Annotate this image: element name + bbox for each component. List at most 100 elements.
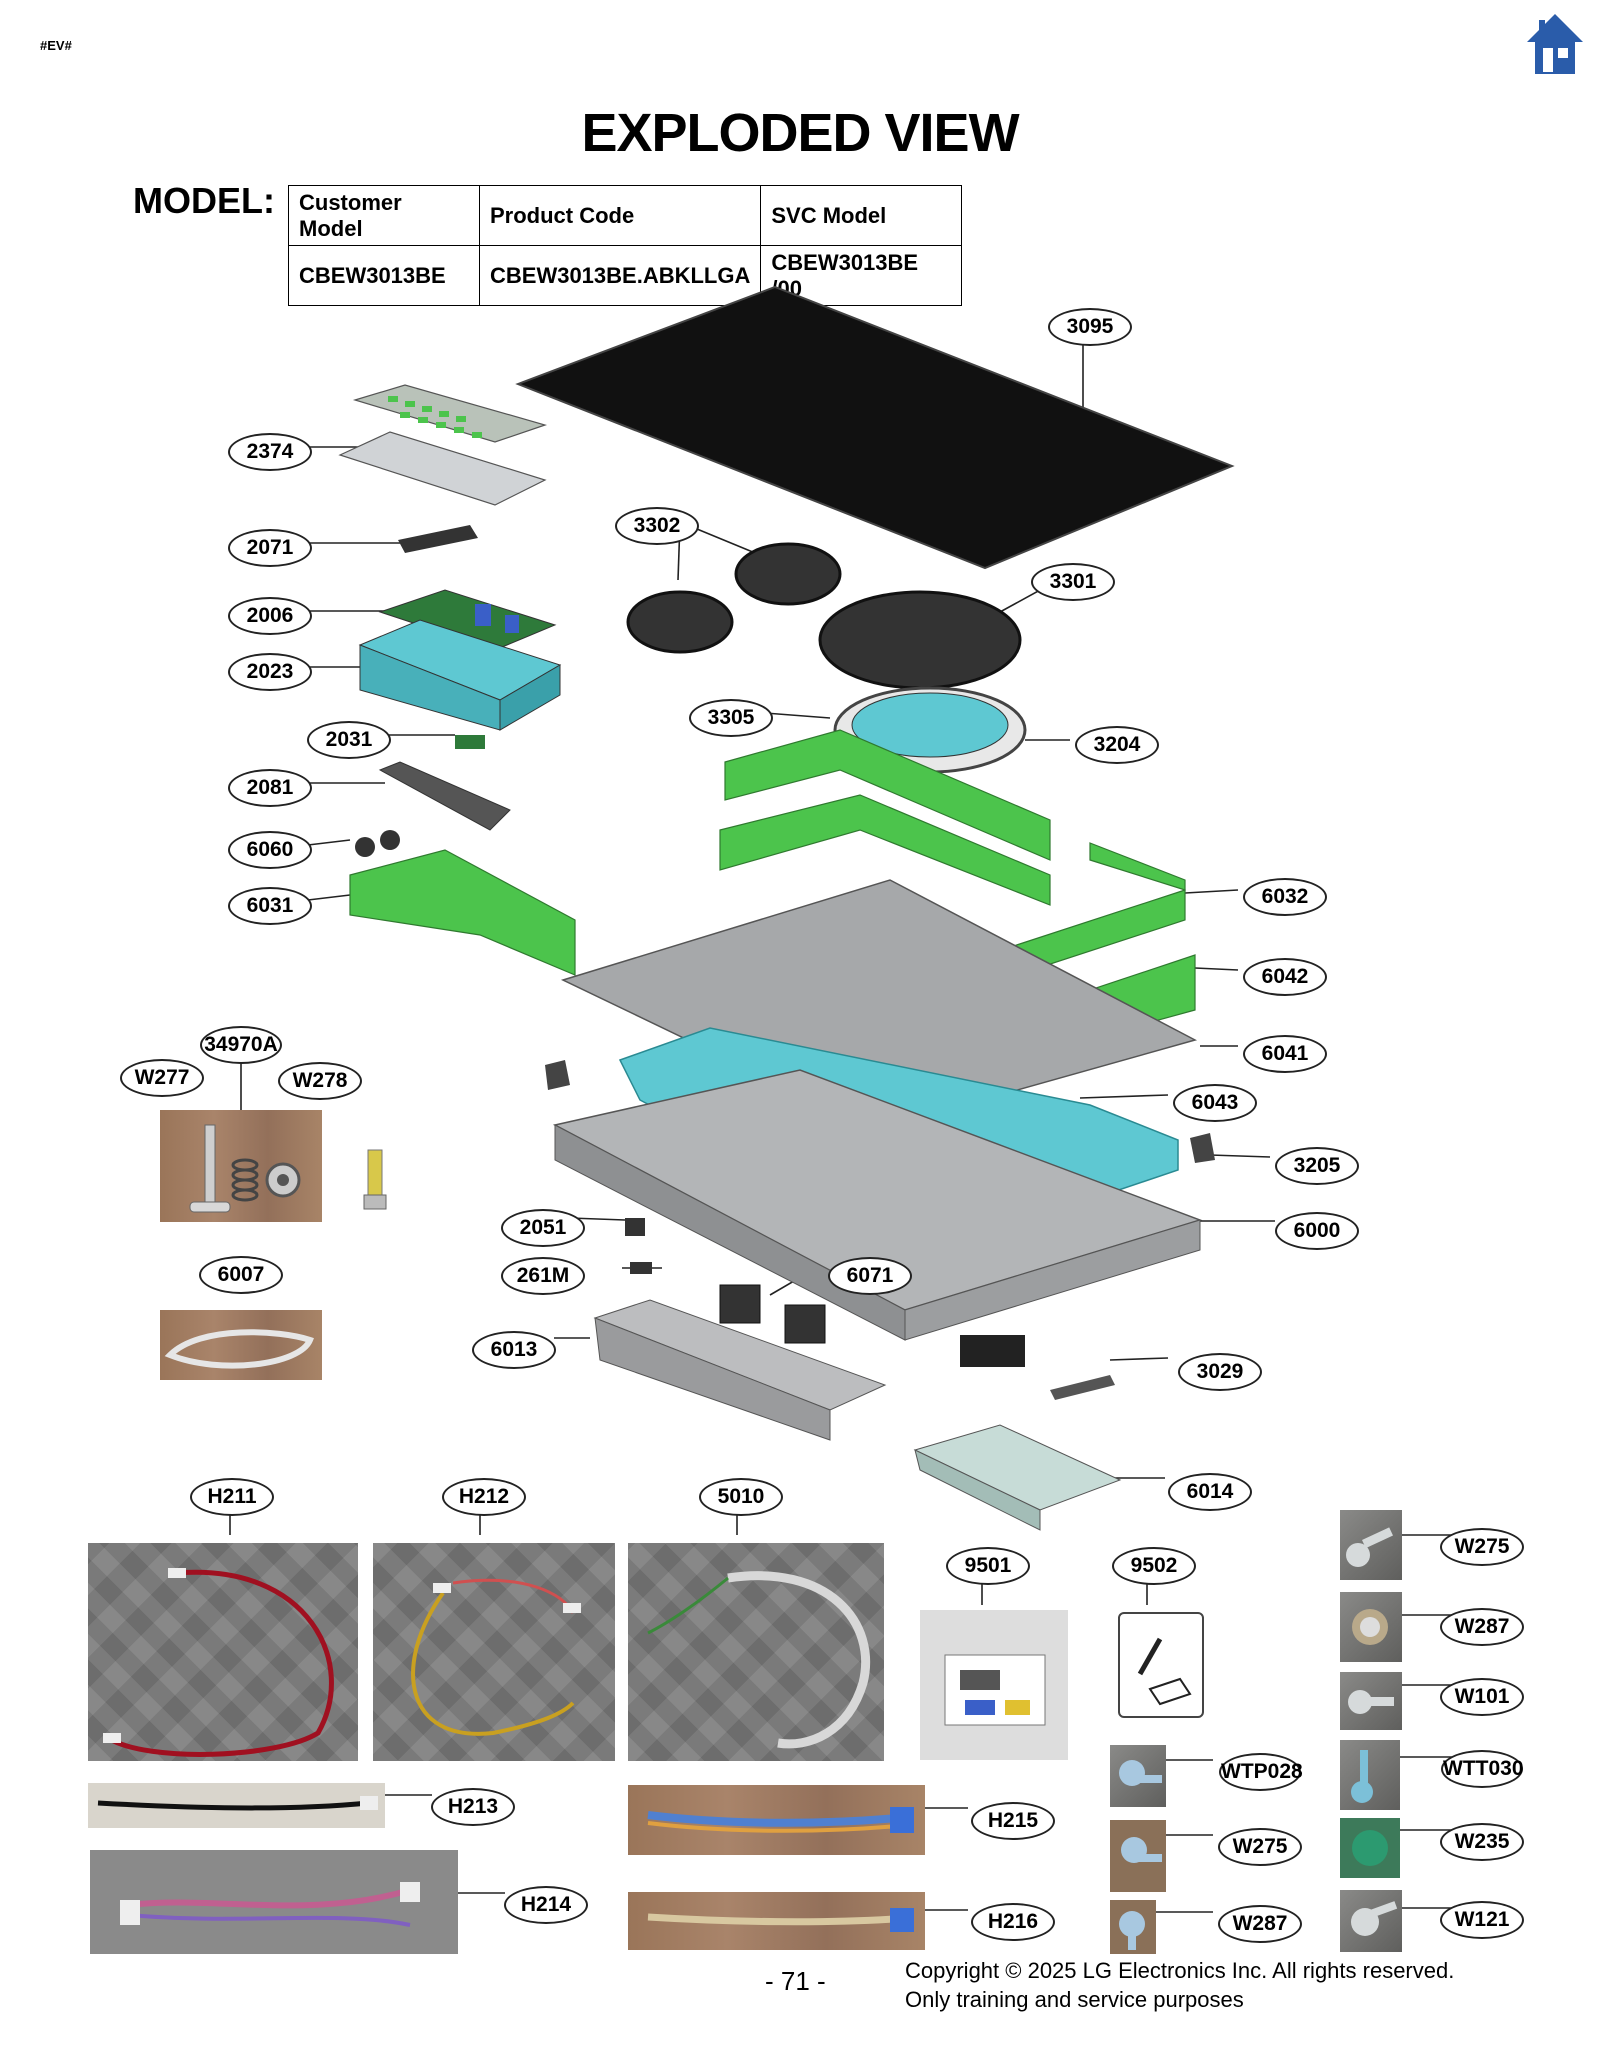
- copyright: Copyright © 2025 LG Electronics Inc. All…: [905, 1956, 1454, 2014]
- callout-2071[interactable]: 2071: [228, 529, 312, 567]
- photo-screw-spring-nut: [160, 1110, 322, 1222]
- callout-261M[interactable]: 261M: [501, 1257, 585, 1295]
- screw-icon: [1348, 1690, 1394, 1714]
- photo-kit-9501: [920, 1610, 1068, 1760]
- callout-H213[interactable]: H213: [431, 1788, 515, 1826]
- callout-H211[interactable]: H211: [190, 1478, 274, 1516]
- callout-W121[interactable]: W121: [1440, 1901, 1524, 1939]
- screw-photo-W121: [1340, 1890, 1402, 1952]
- callout-6071[interactable]: 6071: [828, 1257, 912, 1295]
- screw-photo-W275-b: [1110, 1820, 1166, 1892]
- screw-photo-WTP028: [1110, 1745, 1166, 1807]
- callout-WTT030[interactable]: WTT030: [1441, 1750, 1524, 1788]
- kit-bag-icon: [944, 1654, 1046, 1726]
- callout-3301[interactable]: 3301: [1031, 563, 1115, 601]
- fan-2: [784, 1304, 826, 1344]
- callout-6042[interactable]: 6042: [1243, 958, 1327, 996]
- model-table: Customer Model Product Code SVC Model CB…: [288, 185, 963, 306]
- callout-WTP028[interactable]: WTP028: [1219, 1753, 1303, 1791]
- screw-icon: [1119, 1760, 1162, 1786]
- callout-W278[interactable]: W278: [278, 1062, 362, 1100]
- photo-harness-H211: [88, 1543, 358, 1761]
- callout-2374[interactable]: 2374: [228, 433, 312, 471]
- callout-W287-a[interactable]: W287: [1440, 1608, 1524, 1646]
- screw-icon: [1346, 1527, 1393, 1567]
- heating-elements: [626, 542, 1027, 774]
- callout-6032[interactable]: 6032: [1243, 878, 1327, 916]
- switch-2051: [625, 1218, 645, 1236]
- callout-H214[interactable]: H214: [504, 1886, 588, 1924]
- callout-2006[interactable]: 2006: [228, 597, 312, 635]
- callout-W235[interactable]: W235: [1440, 1823, 1524, 1861]
- callout-6007[interactable]: 6007: [199, 1256, 283, 1294]
- callout-34970A[interactable]: 34970A: [200, 1026, 282, 1064]
- photo-harness-H213: [88, 1783, 385, 1828]
- photo-harness-H214: [90, 1850, 458, 1954]
- screw-icon: [1352, 1830, 1388, 1866]
- copyright-line-1: Copyright © 2025 LG Electronics Inc. All…: [905, 1958, 1455, 1983]
- callout-3302[interactable]: 3302: [615, 507, 699, 545]
- bracket-2081: [378, 761, 511, 831]
- callout-6031[interactable]: 6031: [228, 887, 312, 925]
- display-pcb-assembly: [338, 384, 548, 506]
- callout-H216[interactable]: H216: [971, 1903, 1055, 1941]
- model-product-value: CBEW3013BE.ABKLLGA: [478, 245, 762, 306]
- screw-photo-W287-b: [1110, 1900, 1156, 1954]
- callout-3204[interactable]: 3204: [1075, 726, 1159, 764]
- callout-2051[interactable]: 2051: [501, 1209, 585, 1247]
- spring-spacer: [363, 1149, 387, 1210]
- bracket-kit-icon: [1137, 1637, 1192, 1706]
- callout-3095[interactable]: 3095: [1048, 308, 1132, 346]
- callout-W101[interactable]: W101: [1440, 1678, 1524, 1716]
- callout-5010[interactable]: 5010: [699, 1478, 783, 1516]
- copyright-line-2: Only training and service purposes: [905, 1987, 1244, 2012]
- small-pcb: [455, 735, 485, 749]
- main-pcb-assembly: [358, 589, 562, 731]
- callout-W275-a[interactable]: W275: [1440, 1528, 1524, 1566]
- callout-3305[interactable]: 3305: [689, 699, 773, 737]
- callout-9502[interactable]: 9502: [1112, 1547, 1196, 1585]
- gasket-icon: [164, 1329, 314, 1369]
- harness-icon: [647, 1807, 914, 1833]
- harness-icon: [411, 1578, 581, 1736]
- callout-2081[interactable]: 2081: [228, 769, 312, 807]
- callout-3029[interactable]: 3029: [1178, 1353, 1262, 1391]
- callout-9501[interactable]: 9501: [946, 1547, 1030, 1585]
- page-title: EXPLODED VIEW: [581, 103, 1019, 163]
- terminal-block: [960, 1335, 1025, 1367]
- callout-2031[interactable]: 2031: [307, 721, 391, 759]
- model-label: MODEL:: [133, 180, 275, 221]
- harness-icon: [97, 1796, 378, 1811]
- callout-3205[interactable]: 3205: [1275, 1147, 1359, 1185]
- photo-harness-H212: [373, 1543, 615, 1761]
- home-icon[interactable]: [1525, 12, 1585, 76]
- callout-W275-b[interactable]: W275: [1218, 1828, 1302, 1866]
- harness-icon: [647, 1908, 914, 1932]
- callout-H215[interactable]: H215: [971, 1802, 1055, 1840]
- callout-6041[interactable]: 6041: [1243, 1035, 1327, 1073]
- callout-6014[interactable]: 6014: [1168, 1473, 1252, 1511]
- glass-cooktop: [515, 285, 1235, 570]
- callout-H212[interactable]: H212: [442, 1478, 526, 1516]
- filter-strip: [398, 525, 478, 553]
- screw-photo-W275-a: [1340, 1510, 1402, 1580]
- screw-photo-W287-a: [1340, 1592, 1402, 1662]
- conduit-icon: [647, 1571, 871, 1749]
- screw-icon: [1352, 1609, 1388, 1645]
- photo-harness-H216: [628, 1892, 925, 1950]
- harness-icon: [103, 1568, 334, 1757]
- harness-icon: [120, 1882, 420, 1927]
- callout-6000[interactable]: 6000: [1275, 1212, 1359, 1250]
- callout-W287-b[interactable]: W287: [1218, 1905, 1302, 1943]
- photo-harness-H215: [628, 1785, 925, 1855]
- callout-2023[interactable]: 2023: [228, 653, 312, 691]
- ev-tag: #EV#: [40, 38, 72, 53]
- callout-W277[interactable]: W277: [120, 1059, 204, 1097]
- model-col-product: Product Code: [478, 185, 762, 246]
- callout-6060[interactable]: 6060: [228, 831, 312, 869]
- photo-kit-9502: [1118, 1612, 1204, 1718]
- photo-gasket: [160, 1310, 322, 1380]
- callout-6043[interactable]: 6043: [1173, 1084, 1257, 1122]
- callout-6013[interactable]: 6013: [472, 1331, 556, 1369]
- screw-photo-WTT030: [1340, 1740, 1400, 1810]
